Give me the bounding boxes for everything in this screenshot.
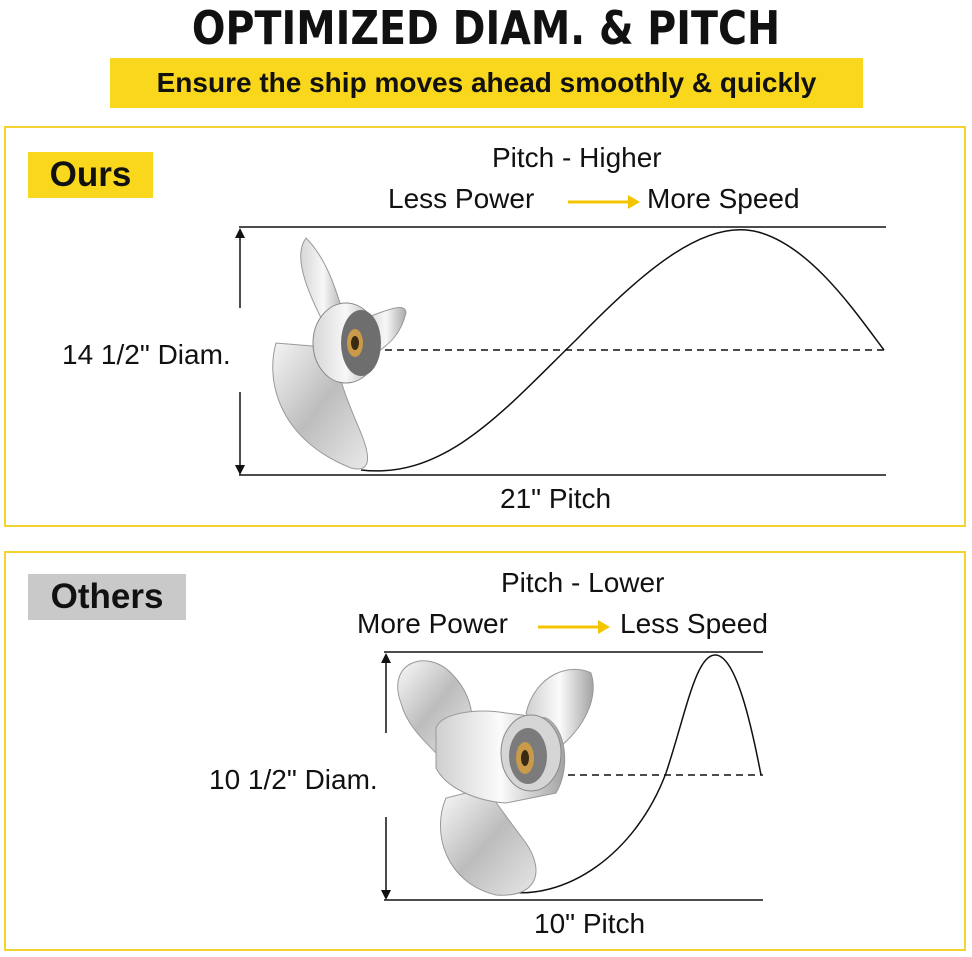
propeller-icon — [272, 237, 407, 470]
others-diameter-arrow — [381, 653, 391, 900]
ours-pitch-heading: Pitch - Higher — [492, 142, 662, 173]
ours-diameter-label: 14 1/2" Diam. — [62, 339, 231, 370]
ours-to-label: More Speed — [647, 183, 800, 214]
others-from-label: More Power — [357, 608, 508, 639]
ours-pitch-label: 21" Pitch — [500, 483, 612, 514]
others-diagram — [381, 620, 763, 901]
others-pitch-label: 10" Pitch — [534, 908, 646, 939]
arrow-right-icon — [568, 195, 640, 209]
ours-panel: Ours Pitch - Higher Less Power More Spee… — [4, 126, 966, 527]
others-diameter-label: 10 1/2" Diam. — [209, 764, 378, 795]
ours-diagram — [235, 195, 886, 476]
propeller-icon — [397, 660, 594, 896]
ours-tag: Ours — [28, 152, 153, 198]
others-panel: Others Pitch - Lower More Power Less Spe… — [4, 551, 966, 951]
others-tag: Others — [28, 574, 186, 620]
others-pitch-curve — [500, 654, 762, 894]
ours-diameter-arrow — [235, 228, 245, 475]
arrow-right-icon — [538, 620, 610, 634]
others-to-label: Less Speed — [620, 608, 768, 639]
others-pitch-heading: Pitch - Lower — [501, 567, 665, 598]
subtitle-banner: Ensure the ship moves ahead smoothly & q… — [110, 58, 863, 108]
page-title: OPTIMIZED DIAM. & PITCH — [191, 1, 781, 55]
ours-pitch-curve — [360, 228, 885, 472]
ours-from-label: Less Power — [388, 183, 535, 214]
